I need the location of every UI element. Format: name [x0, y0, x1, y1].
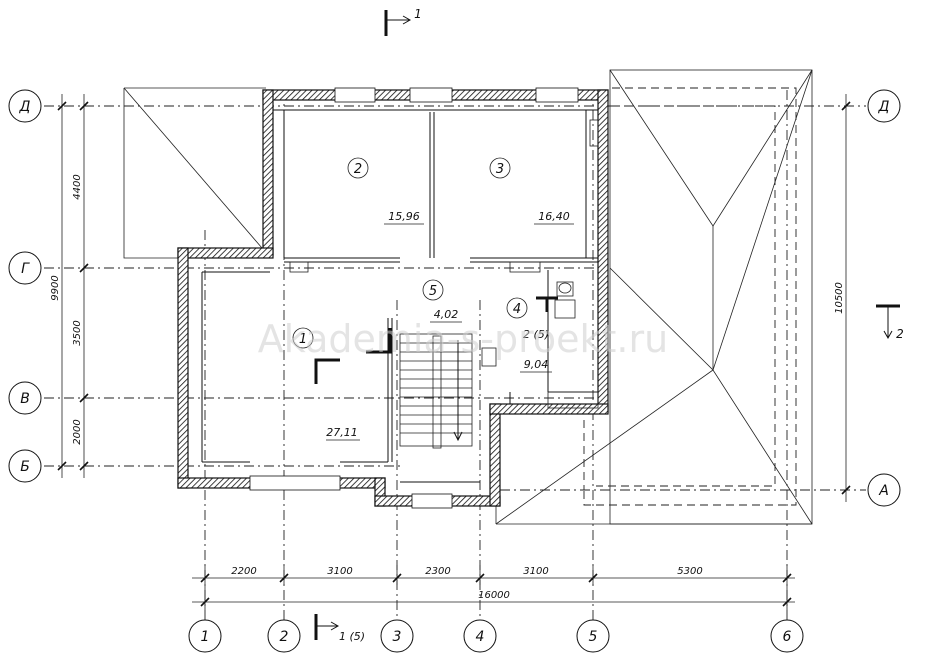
room-1-number: 1	[299, 332, 307, 347]
axis-label-g: Г	[21, 261, 30, 277]
roof-outlines	[123, 69, 813, 525]
room-4-extra-label: 2 (5)	[523, 328, 549, 341]
section-bottom-label: 1 (5)	[339, 630, 365, 643]
axis-label-2: 2	[280, 629, 289, 645]
room-2-number: 2	[354, 162, 362, 177]
dim-total-bottom: 16000	[478, 590, 510, 601]
room-1-area: 27,11	[326, 426, 358, 439]
axis-label-d-right: Д	[878, 99, 890, 115]
axis-label-3: 3	[393, 629, 402, 645]
axis-label-v: В	[20, 391, 30, 407]
axis-label-4: 4	[476, 629, 485, 645]
axis-label-b: Б	[20, 459, 30, 475]
room-3-number: 3	[496, 162, 504, 177]
dim-span-4-5: 3100	[523, 566, 548, 577]
room-4-number: 4	[513, 302, 521, 317]
bathroom-fixtures	[289, 119, 599, 409]
section-right-label: 2	[896, 327, 904, 341]
room-5-number: 5	[429, 284, 437, 299]
room-2-area: 15,96	[388, 210, 420, 223]
dim-span-3-4: 2300	[425, 566, 450, 577]
dim-left-d-g: 4400	[72, 174, 83, 199]
dimension-text: 2200 3100 2300 3100 5300 16000 9900 4400…	[50, 174, 845, 601]
axis-label-d-left: Д	[19, 99, 31, 115]
watermark-text: Akademia-s-proekt.ru	[258, 317, 668, 361]
dim-left-g-v: 3500	[72, 320, 83, 345]
axis-bubbles: Д Г В Б Д А 1 2 3 4 5 6	[8, 89, 901, 653]
dim-span-1-2: 2200	[231, 566, 256, 577]
room-3-area: 16,40	[538, 210, 570, 223]
room-labels: 1 2 3 4 5 27,11 15,96 16,40 9,04 4,02 2 …	[292, 157, 574, 441]
section-labels: 1 1 (5) 2	[339, 7, 904, 643]
section-marks	[314, 10, 900, 640]
staircase	[399, 333, 473, 449]
dim-span-2-3: 3100	[327, 566, 352, 577]
axis-label-1: 1	[201, 629, 210, 645]
axis-label-5: 5	[589, 629, 598, 645]
dim-right-total: 10500	[834, 282, 845, 314]
dimension-lines	[57, 94, 851, 610]
dim-span-5-6: 5300	[677, 566, 702, 577]
dim-left-v-b: 2000	[72, 419, 83, 444]
room-5-area: 4,02	[434, 308, 459, 321]
axis-label-a: А	[878, 483, 889, 499]
section-top-label: 1	[414, 7, 422, 21]
dim-left-total: 9900	[50, 275, 61, 300]
room-4-area: 9,04	[524, 358, 549, 371]
axis-label-6: 6	[783, 629, 792, 645]
